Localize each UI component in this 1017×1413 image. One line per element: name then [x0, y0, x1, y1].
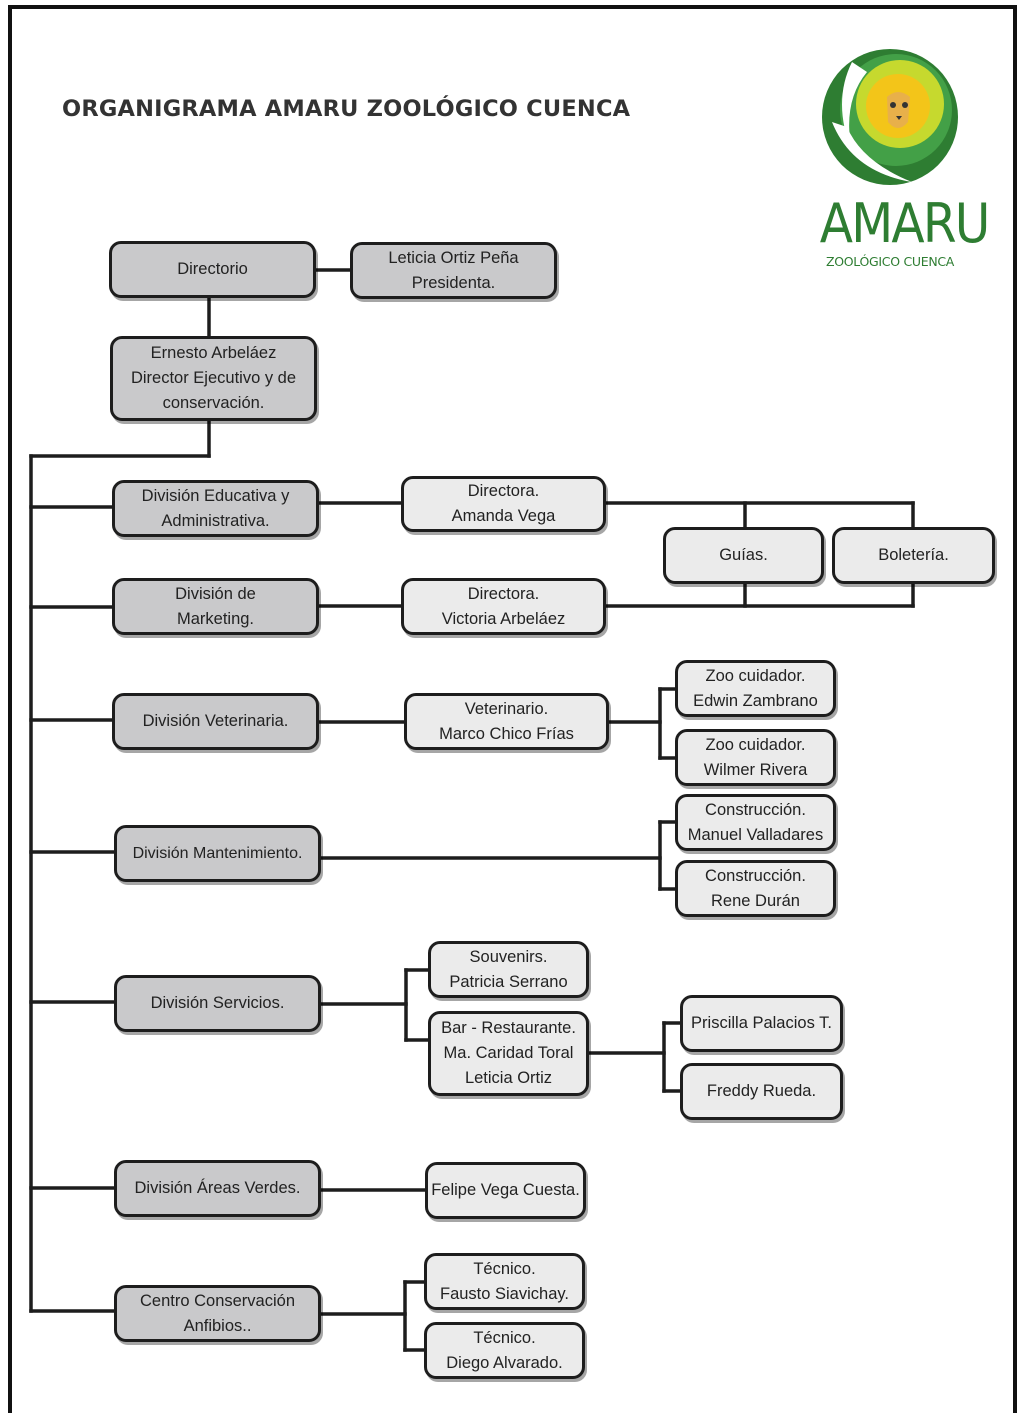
node-tecnico-fausto: Técnico. Fausto Siavichay.	[424, 1253, 585, 1310]
lion-emblem-icon	[822, 49, 958, 185]
frame-border-right	[1013, 5, 1017, 1413]
node-division-marketing: División de Marketing.	[112, 578, 319, 635]
node-priscilla-palacios: Priscilla Palacios T.	[680, 995, 843, 1052]
node-zoo-cuidador-wilmer: Zoo cuidador. Wilmer Rivera	[675, 729, 836, 786]
node-veterinario: Veterinario. Marco Chico Frías	[404, 693, 609, 750]
node-guias: Guías.	[663, 527, 824, 584]
node-boleteria: Boletería.	[832, 527, 995, 584]
node-presidenta: Leticia Ortiz Peña Presidenta.	[350, 242, 557, 299]
node-director-ejecutivo: Ernesto Arbeláez Director Ejecutivo y de…	[110, 336, 317, 421]
page-title: ORGANIGRAMA AMARU ZOOLÓGICO CUENCA	[62, 96, 631, 122]
frame-border-left	[8, 5, 12, 1413]
node-construccion-manuel: Construcción. Manuel Valladares	[675, 794, 836, 851]
node-directora-amanda: Directora. Amanda Vega	[401, 476, 606, 532]
node-division-mantenimiento: División Mantenimiento.	[114, 825, 321, 882]
node-souvenirs: Souvenirs. Patricia Serrano	[428, 941, 589, 998]
node-division-areas-verdes: División Áreas Verdes.	[114, 1160, 321, 1217]
node-freddy-rueda: Freddy Rueda.	[680, 1063, 843, 1120]
node-division-veterinaria: División Veterinaria.	[112, 693, 319, 750]
node-centro-conservacion: Centro Conservación Anfibios..	[114, 1285, 321, 1342]
node-division-servicios: División Servicios.	[114, 975, 321, 1032]
node-tecnico-diego: Técnico. Diego Alvarado.	[424, 1322, 585, 1379]
node-directorio: Directorio	[109, 241, 316, 298]
amaru-logo: AMARU ZOOLÓGICO CUENCA	[812, 42, 990, 277]
node-construccion-rene: Construcción. Rene Durán	[675, 860, 836, 917]
node-division-educativa: División Educativa y Administrativa.	[112, 480, 319, 537]
node-bar-restaurante: Bar - Restaurante. Ma. Caridad Toral Let…	[428, 1011, 589, 1096]
frame-border-top	[8, 5, 1017, 9]
node-felipe-vega: Felipe Vega Cuesta.	[425, 1162, 586, 1219]
node-zoo-cuidador-edwin: Zoo cuidador. Edwin Zambrano	[675, 660, 836, 717]
logo-subtitle: ZOOLÓGICO CUENCA	[825, 254, 955, 269]
node-directora-victoria: Directora. Victoria Arbeláez	[401, 578, 606, 635]
